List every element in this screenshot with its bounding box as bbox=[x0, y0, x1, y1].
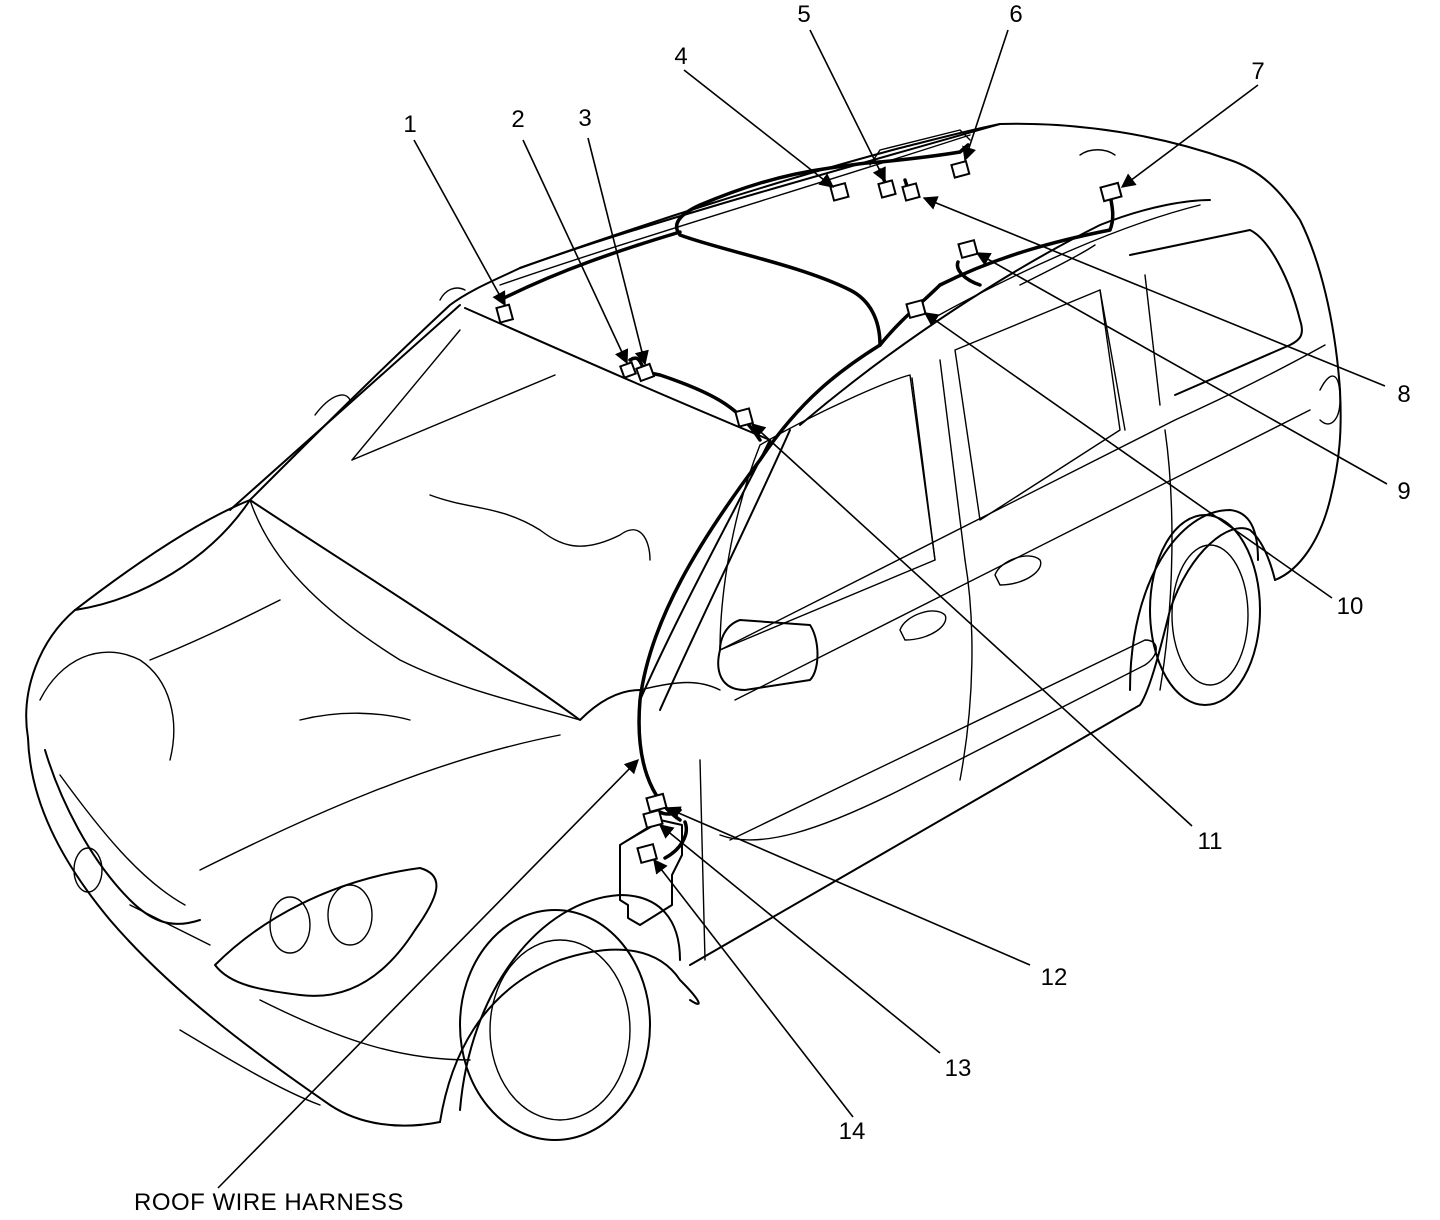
connector-5b bbox=[901, 182, 921, 202]
connector-6 bbox=[950, 159, 971, 179]
callout-9: 9 bbox=[1397, 478, 1410, 505]
vehicle-body bbox=[25, 122, 1342, 1141]
connector-8 bbox=[957, 238, 979, 260]
callout-numbers: 1 2 3 4 5 6 7 8 9 10 11 12 13 14 bbox=[403, 1, 1410, 1145]
connector-12 bbox=[645, 792, 668, 814]
callout-13: 13 bbox=[945, 1055, 972, 1082]
connector-7 bbox=[1099, 181, 1123, 203]
connector-14 bbox=[636, 842, 659, 865]
callout-12: 12 bbox=[1041, 964, 1068, 991]
callout-3: 3 bbox=[578, 105, 591, 132]
connector-3 bbox=[635, 362, 656, 383]
connectors bbox=[495, 159, 1123, 865]
harness-routing bbox=[498, 143, 1115, 860]
callout-6: 6 bbox=[1009, 1, 1022, 28]
callout-14: 14 bbox=[839, 1118, 866, 1145]
callout-5: 5 bbox=[797, 1, 810, 28]
roof-wire-harness-caption: ROOF WIRE HARNESS bbox=[134, 1189, 404, 1216]
connector-11 bbox=[734, 407, 755, 428]
callout-4: 4 bbox=[674, 43, 687, 70]
callout-10: 10 bbox=[1337, 593, 1364, 620]
callout-2: 2 bbox=[511, 106, 524, 133]
connector-4 bbox=[829, 181, 850, 202]
connector-5 bbox=[877, 179, 897, 199]
connector-1 bbox=[495, 303, 515, 324]
connector-2 bbox=[619, 361, 637, 379]
connector-10 bbox=[905, 298, 927, 320]
callout-8: 8 bbox=[1397, 381, 1410, 408]
callout-7: 7 bbox=[1251, 58, 1264, 85]
callout-1: 1 bbox=[403, 111, 416, 138]
connector-13 bbox=[642, 808, 664, 830]
callout-11: 11 bbox=[1198, 828, 1223, 855]
leader-lines bbox=[217, 29, 1388, 1189]
